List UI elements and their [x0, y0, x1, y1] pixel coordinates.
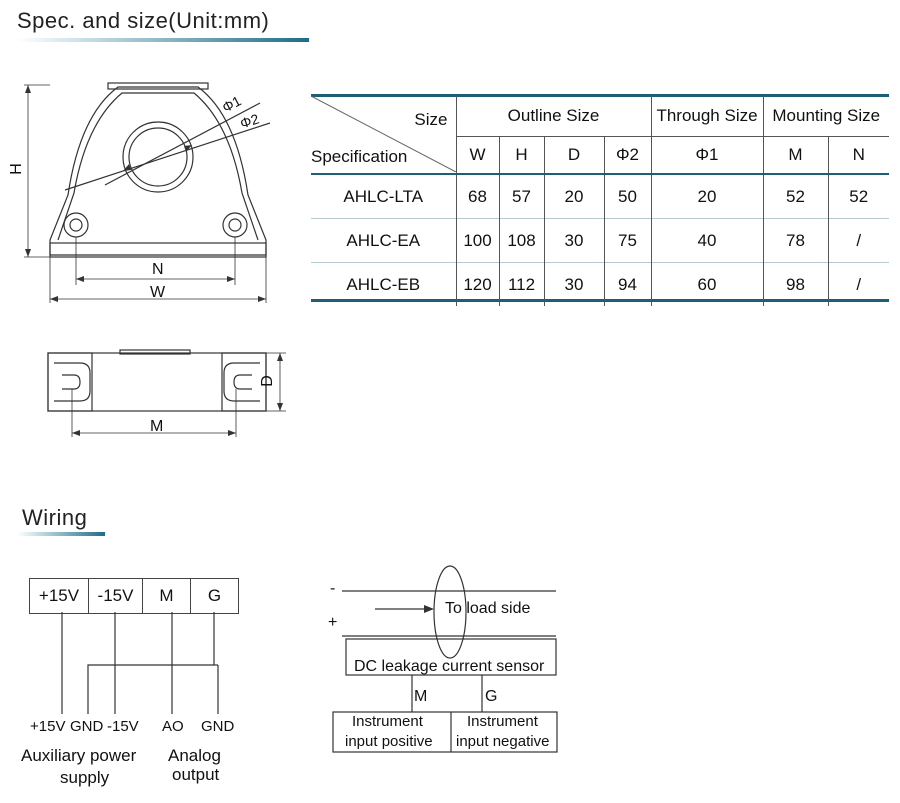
conductor-minus: -: [330, 580, 336, 597]
cell-n: /: [827, 218, 889, 263]
cell-w: 68: [455, 173, 499, 219]
cell-d: 20: [543, 173, 604, 219]
row-model: AHLC-EB: [311, 262, 456, 306]
conductor-plus: +: [328, 614, 338, 631]
cell-phi2: 50: [603, 173, 651, 219]
cell-phi1: 20: [650, 173, 763, 219]
cell-phi1: 60: [650, 262, 763, 306]
side-view-drawing: [47, 349, 286, 437]
dim-label-m: M: [150, 418, 164, 435]
cell-h: 112: [498, 262, 544, 306]
instrument-positive-label-2: input positive: [345, 733, 433, 750]
instrument-negative-label-2: input negative: [456, 733, 550, 750]
cell-d: 30: [543, 218, 604, 263]
sensor-pin-g: G: [485, 688, 498, 705]
aux-power-label: Auxiliary power: [21, 746, 137, 765]
dim-label-d: D: [258, 375, 276, 387]
spec-section-title: Spec. and size(Unit:mm): [17, 8, 270, 33]
cell-phi2: 75: [603, 218, 651, 263]
cell-h: 57: [498, 173, 544, 219]
spec-table: Size Specification Outline Size Through …: [311, 96, 889, 306]
col-header-phi2: Φ2: [603, 136, 651, 174]
cell-w: 120: [455, 262, 499, 306]
instrument-positive-label: Instrument: [352, 713, 423, 730]
terminal-minus15v: -15V: [88, 578, 143, 614]
spec-table-bottom-rule: [311, 299, 889, 302]
row-model: AHLC-EA: [311, 218, 456, 263]
terminal-plus15v: +15V: [29, 578, 89, 614]
spec-section-underline: [17, 38, 309, 42]
col-header-phi1: Φ1: [650, 136, 763, 174]
to-load-label: To load side: [445, 600, 531, 617]
header-specification: Specification: [311, 147, 408, 166]
group-through-size: Through Size: [650, 96, 763, 137]
sensor-connection-diagram: [332, 565, 558, 753]
pin-ao: AO: [162, 718, 184, 735]
pin-gnd-analog: GND: [201, 718, 235, 735]
terminal-m: M: [142, 578, 191, 614]
cell-h: 108: [498, 218, 544, 263]
spec-table-top-rule: [311, 94, 889, 97]
wiring-section-title: Wiring: [22, 505, 88, 530]
analog-output-label: Analog: [168, 746, 221, 765]
sensor-label: DC leakage current sensor: [354, 658, 545, 675]
terminal-wires: [61, 612, 219, 714]
dim-label-n: N: [152, 261, 164, 278]
header-size: Size: [414, 110, 448, 129]
cell-m: 78: [762, 218, 828, 263]
cell-phi2: 94: [603, 262, 651, 306]
col-header-d: D: [543, 136, 604, 174]
corner-diagonal: [311, 96, 456, 172]
pin-gnd-aux: GND: [70, 718, 104, 735]
dim-label-h: H: [7, 163, 25, 175]
col-header-h: H: [498, 136, 544, 174]
wiring-section-underline: [17, 532, 105, 536]
cell-m: 98: [762, 262, 828, 306]
dim-label-w: W: [150, 284, 166, 301]
analog-output-label-2: output: [172, 765, 220, 784]
table-row: AHLC-EB 120 112 30 94 60 98 /: [311, 262, 889, 306]
group-outline-size: Outline Size: [455, 96, 651, 137]
cell-n: /: [827, 262, 889, 306]
aux-power-label-2: supply: [60, 768, 110, 787]
sensor-pin-m: M: [414, 688, 428, 705]
cell-d: 30: [543, 262, 604, 306]
pin-minus15v: -15V: [107, 718, 139, 735]
cell-w: 100: [455, 218, 499, 263]
table-row: AHLC-EA 100 108 30 75 40 78 /: [311, 218, 889, 263]
pin-plus15v: +15V: [30, 718, 66, 735]
cell-n: 52: [827, 173, 889, 219]
terminal-g: G: [190, 578, 239, 614]
col-header-m: M: [762, 136, 828, 174]
col-header-w: W: [455, 136, 499, 174]
cell-m: 52: [762, 173, 828, 219]
cell-phi1: 40: [650, 218, 763, 263]
col-header-n: N: [827, 136, 889, 174]
row-model: AHLC-LTA: [311, 173, 456, 219]
table-row: AHLC-LTA 68 57 20 50 20 52 52: [311, 173, 889, 219]
spec-table-corner: Size Specification: [311, 96, 456, 174]
front-view-drawing: [24, 82, 271, 303]
instrument-negative-label: Instrument: [467, 713, 538, 730]
group-mounting-size: Mounting Size: [762, 96, 889, 137]
